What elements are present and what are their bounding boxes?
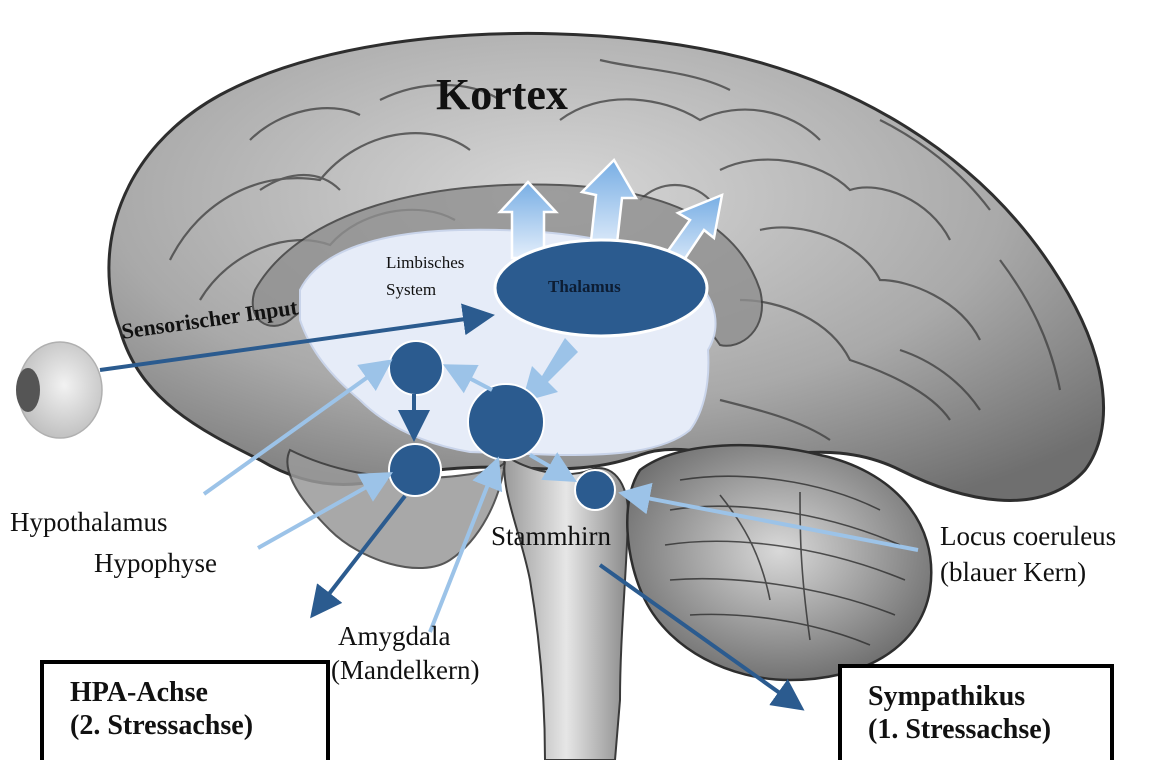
hpa-axis-line2: (2. Stressachse) <box>70 709 326 742</box>
amygdala-label-1: Amygdala <box>338 621 450 651</box>
eye-icon <box>16 342 102 438</box>
hpa-axis-box: HPA-Achse (2. Stressachse) <box>40 660 330 760</box>
limbic-system-label-1: Limbisches <box>386 253 464 272</box>
locus-coeruleus-node <box>575 470 615 510</box>
stammhirn-label: Stammhirn <box>491 521 611 551</box>
hypothalamus-label: Hypothalamus <box>10 507 167 537</box>
sympathikus-line2: (1. Stressachse) <box>868 713 1110 746</box>
amygdala-node <box>468 384 544 460</box>
amygdala-label-2: (Mandelkern) <box>331 655 479 685</box>
hpa-axis-line1: HPA-Achse <box>70 676 326 709</box>
hypothalamus-node <box>389 341 443 395</box>
cortex-title: Kortex <box>436 70 568 119</box>
sympathikus-line1: Sympathikus <box>868 680 1110 713</box>
sympathikus-box: Sympathikus (1. Stressachse) <box>838 664 1114 760</box>
locus-coeruleus-label-2: (blauer Kern) <box>940 557 1086 587</box>
hypophyse-node <box>389 444 441 496</box>
thalamus-label: Thalamus <box>548 277 621 296</box>
hypophyse-label: Hypophyse <box>94 548 217 578</box>
limbic-system-label-2: System <box>386 280 436 299</box>
locus-coeruleus-label-1: Locus coeruleus <box>940 521 1116 551</box>
